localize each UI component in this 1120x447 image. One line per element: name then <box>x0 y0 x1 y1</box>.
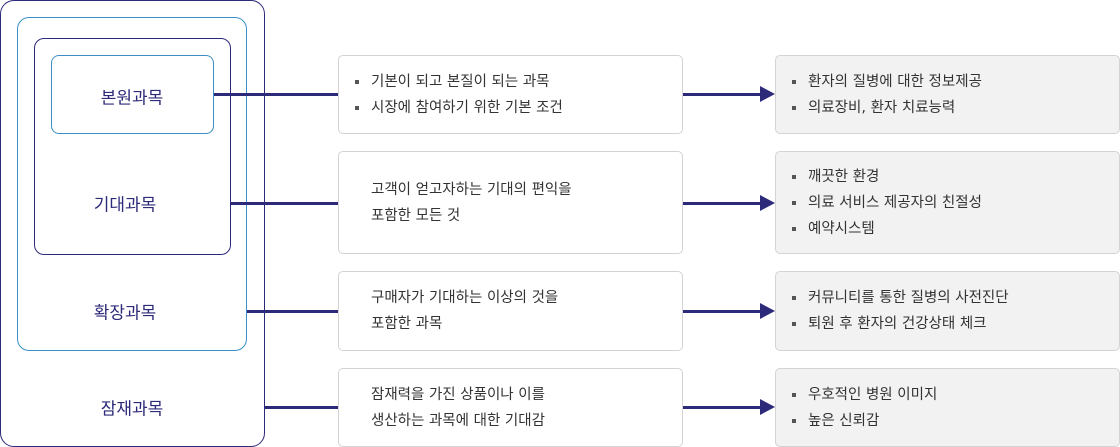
example-item: 깨끗한 환경 <box>792 164 1119 190</box>
example-item: 예약시스템 <box>792 216 1119 242</box>
description-line: 잠재력을 가진 상품이나 이를 <box>371 386 545 403</box>
connector-augmented-to-examples <box>683 310 761 313</box>
connector-expected-to-examples <box>683 202 761 205</box>
description-line: 고객이 얻고자하는 기대의 편익을 <box>371 181 572 198</box>
level-label-augmented: 확장과목 <box>93 303 157 324</box>
description-box-expected: 고객이 얻고자하는 기대의 편익을 포함한 모든 것 <box>338 151 683 254</box>
description-line: 포함한 모든 것 <box>371 207 461 224</box>
level-label-expected: 기대과목 <box>93 195 157 216</box>
connector-potential-to-examples <box>683 406 761 409</box>
example-item: 퇴원 후 환자의 건강상태 체크 <box>792 311 1119 337</box>
connector-core-to-examples <box>683 93 761 96</box>
example-item: 환자의 질병에 대한 정보제공 <box>792 69 1119 95</box>
connector-core-to-description <box>214 93 338 96</box>
example-item: 의료 서비스 제공자의 친절성 <box>792 190 1119 216</box>
arrow-right-icon <box>760 303 775 319</box>
core-product-region <box>51 55 214 134</box>
description-line: 생산하는 과목에 대한 기대감 <box>371 412 545 429</box>
example-item: 우호적인 병원 이미지 <box>792 382 1119 408</box>
level-label-potential: 잠재과목 <box>100 399 164 420</box>
level-label-core: 본원과목 <box>100 88 164 109</box>
arrow-right-icon <box>760 86 775 102</box>
augmented-product-region <box>17 17 247 351</box>
description-box-core: 기본이 되고 본질이 되는 과목 시장에 참여하기 위한 기본 조건 <box>338 55 683 134</box>
description-line: 기본이 되고 본질이 되는 과목 <box>355 69 682 95</box>
description-box-augmented: 구매자가 기대하는 이상의 것을 포함한 과목 <box>338 271 683 351</box>
examples-box-potential: 우호적인 병원 이미지 높은 신뢰감 <box>775 368 1120 447</box>
example-item: 의료장비, 환자 치료능력 <box>792 95 1119 121</box>
arrow-right-icon <box>760 195 775 211</box>
example-item: 높은 신뢰감 <box>792 408 1119 434</box>
examples-box-core: 환자의 질병에 대한 정보제공 의료장비, 환자 치료능력 <box>775 55 1120 134</box>
connector-augmented-to-description <box>247 310 338 313</box>
description-box-potential: 잠재력을 가진 상품이나 이를 생산하는 과목에 대한 기대감 <box>338 368 683 447</box>
expected-product-region <box>34 38 231 255</box>
arrow-right-icon <box>760 399 775 415</box>
examples-box-expected: 깨끗한 환경 의료 서비스 제공자의 친절성 예약시스템 <box>775 151 1120 254</box>
description-line: 시장에 참여하기 위한 기본 조건 <box>355 95 682 121</box>
example-item: 커뮤니티를 통한 질병의 사전진단 <box>792 285 1119 311</box>
connector-expected-to-description <box>231 202 338 205</box>
examples-box-augmented: 커뮤니티를 통한 질병의 사전진단 퇴원 후 환자의 건강상태 체크 <box>775 271 1120 351</box>
description-line: 구매자가 기대하는 이상의 것을 <box>371 290 559 306</box>
description-line: 포함한 과목 <box>371 316 443 332</box>
connector-potential-to-description <box>265 406 338 409</box>
